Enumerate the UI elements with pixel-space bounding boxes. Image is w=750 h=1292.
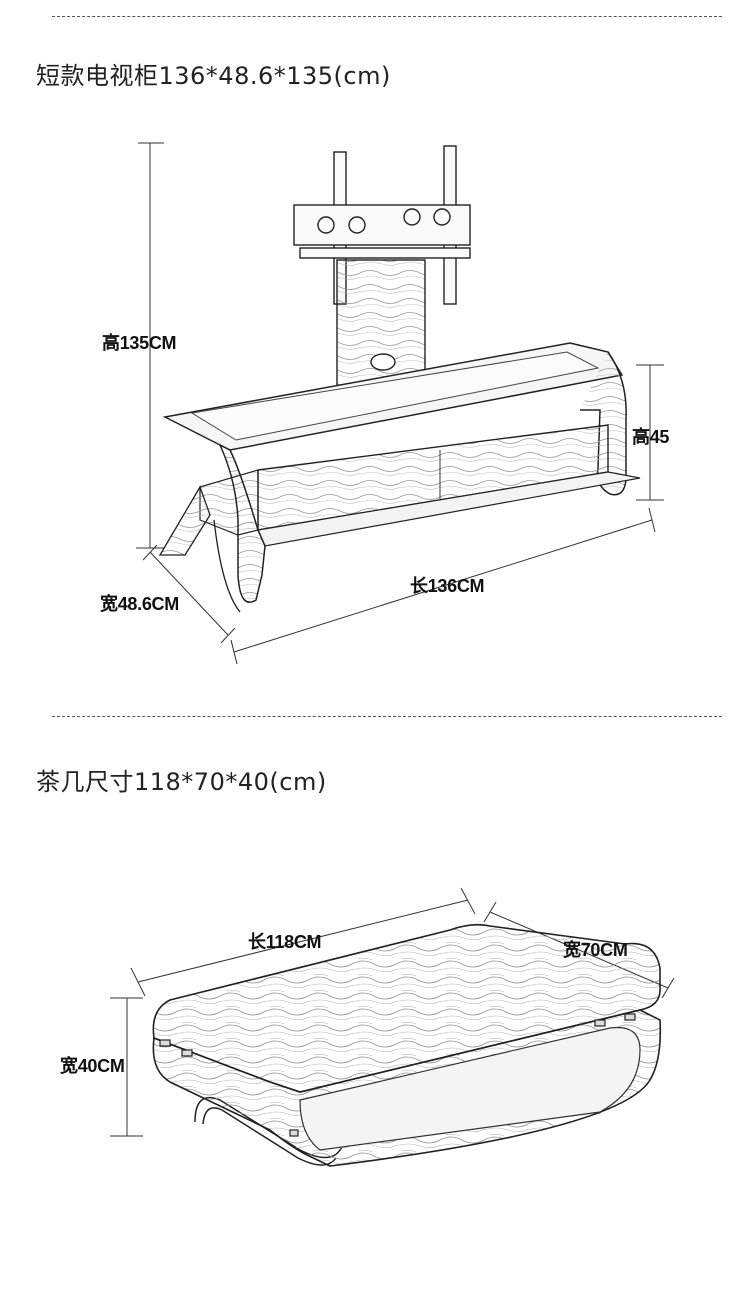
tv-cabinet-drawing [136, 142, 664, 665]
middle-divider [52, 716, 722, 717]
tv-mount-bracket [293, 145, 471, 305]
tv-depth-label: 宽48.6CM [100, 594, 179, 614]
coffee-table-drawing [110, 887, 675, 1167]
table-height-dimension [110, 997, 143, 1137]
tv-length-label: 长136CM [410, 576, 485, 596]
coffee-table-title: 茶几尺寸118*70*40(cm) [36, 768, 327, 796]
inner-shelf [299, 1026, 641, 1151]
tv-height-label: 高135CM [102, 333, 177, 353]
tv-shelf-height-label: 高45 [632, 427, 670, 447]
height-dimension-line [136, 142, 164, 549]
table-length-dimension [130, 887, 476, 997]
left-leg [218, 443, 266, 603]
side-clips [159, 1013, 636, 1137]
table-top [152, 923, 661, 1093]
depth-dimension-line [142, 544, 236, 644]
length-dimension-line [230, 507, 656, 665]
table-length-label: 长118CM [248, 932, 322, 952]
table-width-label: 宽70CM [563, 940, 628, 960]
shelf-height-dimension [636, 364, 664, 501]
cable-hole-upper [370, 353, 396, 371]
table-height-label: 宽40CM [60, 1056, 125, 1076]
top-divider [52, 16, 722, 17]
tv-cabinet-title: 短款电视柜136*48.6*135(cm) [36, 62, 391, 90]
